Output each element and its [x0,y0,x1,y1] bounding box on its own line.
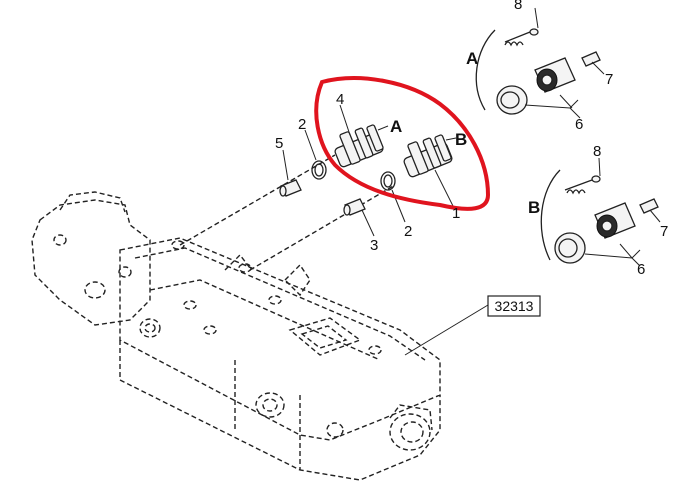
reference-box [487,295,541,317]
o-ring-2-upper [304,129,327,180]
label-3: 3 [370,237,378,254]
valve-housing [31,191,441,481]
label-8-a: 8 [514,0,522,13]
label-6-a: 6 [575,116,583,133]
label-b-detail: B [528,198,540,217]
pin-5 [279,149,302,197]
projection-lines [179,154,396,271]
label-6-b: 6 [637,261,645,278]
label-a-detail: A [466,49,478,68]
label-7-b: 7 [660,223,668,240]
label-2-lower: 2 [404,223,412,240]
detail-b [540,157,661,267]
label-5: 5 [275,135,283,152]
reference-leader [404,304,489,356]
label-b-cartridge: B [455,130,467,149]
label-7-a: 7 [605,71,613,88]
highlight-circle [314,76,491,211]
label-1: 1 [452,205,460,222]
label-8-b: 8 [593,143,601,160]
detail-a [475,7,605,119]
label-4: 4 [336,91,344,108]
valve-cartridge-b [403,134,457,211]
label-2-upper: 2 [298,116,306,133]
valve-cartridge-a [334,104,389,168]
pin-3 [343,198,375,237]
label-a-cartridge: A [390,117,402,136]
reference-number: 32313 [495,298,534,314]
